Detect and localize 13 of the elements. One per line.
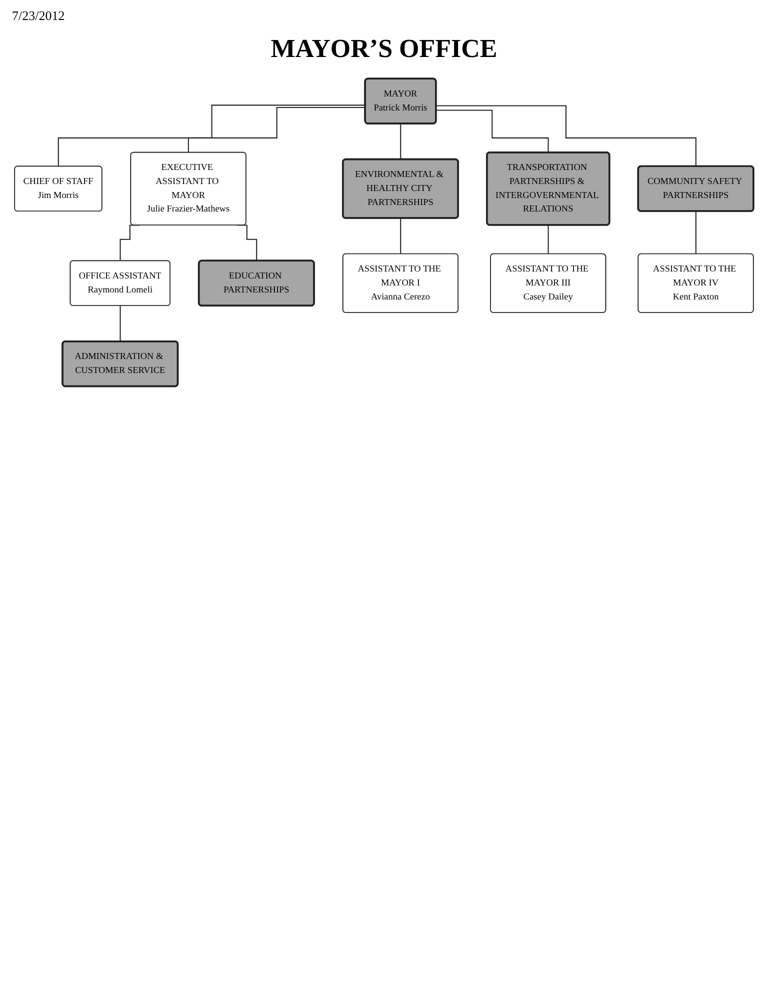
connector (58, 104, 366, 167)
connector (400, 123, 402, 160)
date-label: 7/23/2012 (12, 8, 65, 23)
connector (436, 110, 549, 154)
connector (695, 210, 697, 255)
connector (400, 218, 402, 255)
chart-title: MAYOR’S OFFICE (270, 34, 498, 64)
connector (120, 305, 121, 342)
connector (237, 224, 258, 262)
connector (120, 224, 140, 262)
connector (436, 105, 697, 167)
connector (548, 224, 549, 255)
connector (188, 107, 366, 154)
